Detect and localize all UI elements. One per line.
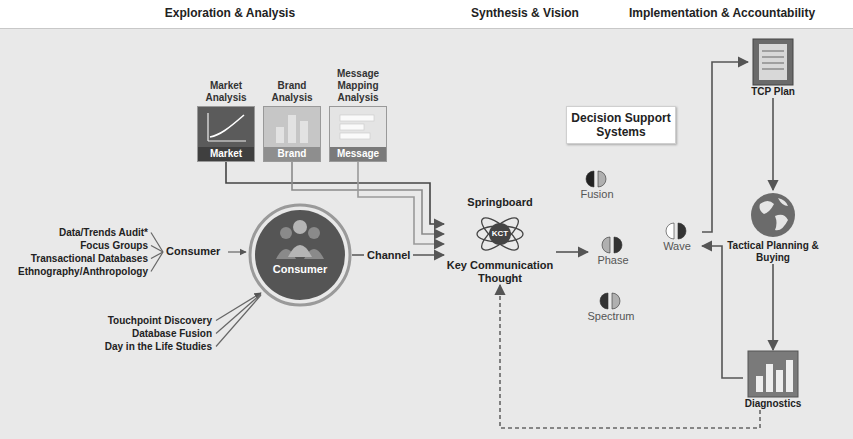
analysis-tab: Market bbox=[198, 147, 254, 161]
market-analysis: Market AnalysisMarket bbox=[197, 68, 255, 162]
input-label: Focus Groups bbox=[3, 239, 148, 252]
connector bbox=[702, 62, 748, 232]
dss-item: Wave bbox=[652, 222, 702, 253]
connector bbox=[500, 285, 760, 428]
dss-icon bbox=[599, 292, 623, 310]
dss-icon bbox=[585, 170, 609, 188]
input-label: Day in the Life Studies bbox=[40, 340, 212, 353]
plan-text: TCP Plan bbox=[748, 86, 798, 98]
dss-title: Decision Support Systems bbox=[571, 111, 671, 139]
dss-item-text: Phase bbox=[588, 254, 638, 267]
message-analysis: Message Mapping AnalysisMessage bbox=[329, 68, 387, 162]
tcp-plan: TCP Plan bbox=[748, 38, 798, 98]
edge-label: Channel bbox=[364, 248, 413, 262]
chart-icon bbox=[747, 350, 799, 398]
analysis-panel: Market bbox=[197, 106, 255, 162]
plan-icon bbox=[752, 38, 794, 86]
analysis-heading: Message Mapping Analysis bbox=[329, 68, 387, 106]
springboard-node: SpringboardKCT Key Communication Thought bbox=[444, 196, 556, 285]
analysis-heading: Market Analysis bbox=[197, 68, 255, 106]
globe-text: Tactical Planning & Buying bbox=[718, 240, 828, 264]
analysis-panel: Brand bbox=[263, 106, 321, 162]
analysis-heading: Brand Analysis bbox=[263, 68, 321, 106]
chart-icon bbox=[264, 107, 320, 147]
dss-item-text: Spectrum bbox=[578, 310, 644, 323]
chart-icon bbox=[198, 107, 254, 147]
connector bbox=[556, 251, 588, 253]
input-label: Data/Trends Audit* bbox=[3, 226, 148, 239]
header-band bbox=[0, 0, 853, 28]
springboard-heading: Springboard bbox=[444, 196, 556, 209]
dss-item: Phase bbox=[588, 236, 638, 267]
section-heading: Exploration & Analysis bbox=[120, 7, 340, 20]
diagnostics-box: Diagnostics bbox=[743, 350, 803, 410]
consumer-circle: Consumer bbox=[248, 203, 352, 307]
kct-mark: KCT bbox=[491, 228, 509, 239]
consumer-illustration bbox=[248, 203, 352, 307]
connector bbox=[772, 98, 774, 190]
tactical-globe: Tactical Planning & Buying bbox=[718, 190, 828, 264]
group-label: Consumer bbox=[166, 245, 226, 258]
input-label: Touchpoint Discovery bbox=[40, 314, 212, 327]
analysis-panel: Message bbox=[329, 106, 387, 162]
connector bbox=[358, 162, 444, 244]
kct-caption: Key Communication Thought bbox=[444, 259, 556, 285]
dss-item: Spectrum bbox=[578, 292, 644, 323]
analysis-tab: Brand bbox=[264, 147, 320, 161]
input-label: Ethnography/Anthropology bbox=[3, 265, 148, 278]
ground-panel bbox=[0, 28, 853, 439]
connector bbox=[702, 246, 743, 378]
header-rule bbox=[0, 28, 853, 29]
dss-item-text: Fusion bbox=[570, 188, 624, 201]
dss-icon bbox=[601, 236, 625, 254]
kct-symbol: KCT bbox=[444, 209, 556, 259]
diagnostics-text: Diagnostics bbox=[743, 398, 803, 410]
dss-icon bbox=[665, 222, 689, 240]
connector bbox=[772, 264, 774, 350]
section-heading: Implementation & Accountability bbox=[602, 7, 842, 20]
chart-icon bbox=[330, 107, 386, 147]
dss-item-text: Wave bbox=[652, 240, 702, 253]
globe-icon bbox=[748, 190, 798, 240]
input-label: Transactional Databases bbox=[3, 252, 148, 265]
input-label: Database Fusion bbox=[40, 327, 212, 340]
connector bbox=[226, 162, 444, 224]
dss-title-box: Decision Support Systems bbox=[566, 106, 676, 144]
analysis-tab: Message bbox=[330, 147, 386, 161]
section-heading: Synthesis & Vision bbox=[450, 7, 600, 20]
consumer-text: Consumer bbox=[248, 263, 352, 276]
brand-analysis: Brand AnalysisBrand bbox=[263, 68, 321, 162]
dss-item: Fusion bbox=[570, 170, 624, 201]
